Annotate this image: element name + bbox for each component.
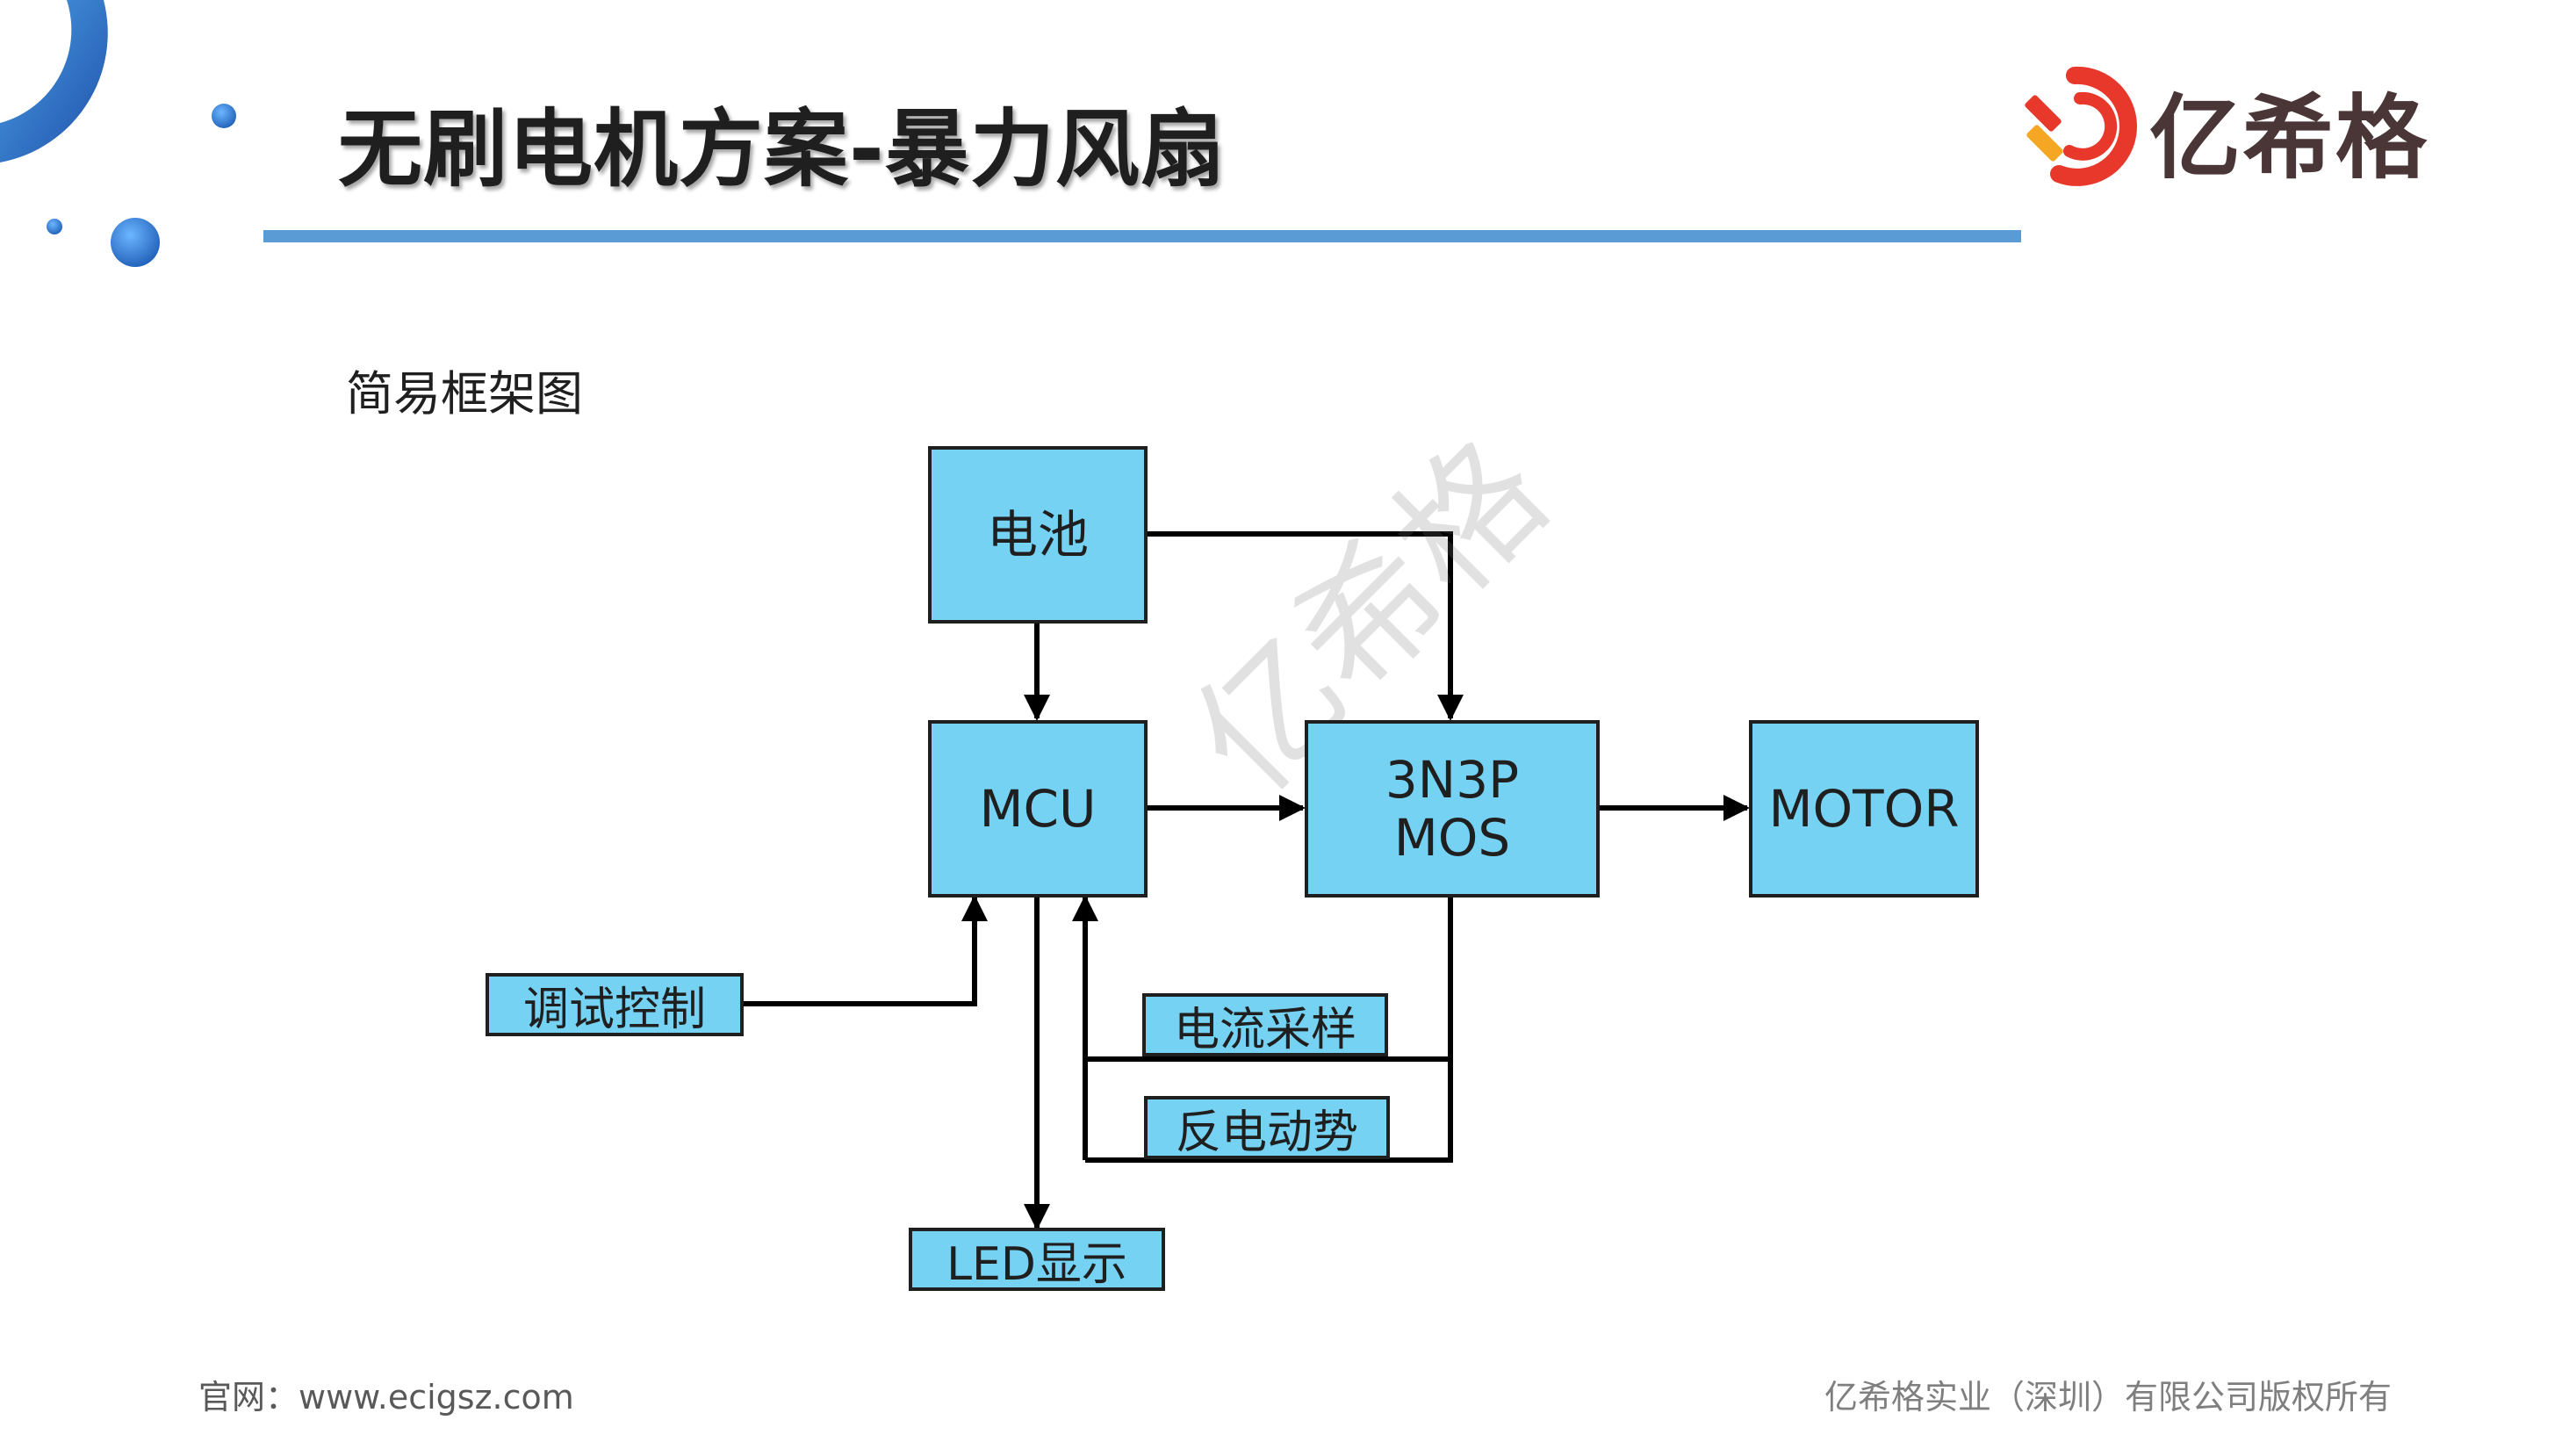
node-debug-control: 调试控制 (486, 973, 744, 1036)
diagram-subtitle: 简易框架图 (346, 366, 583, 422)
node-current-sampling: 电流采样 (1142, 993, 1388, 1056)
node-motor-label: MOTOR (1768, 779, 1960, 839)
node-mcu-label: MCU (979, 779, 1097, 839)
node-current-sampling-label: 电流采样 (1173, 1003, 1356, 1056)
footer-copyright: 亿希格实业（深圳）有限公司版权所有 (1824, 1378, 2392, 1417)
brand-logo-text: 亿希格 (2149, 84, 2429, 191)
node-battery-label: 电池 (986, 505, 1089, 565)
edge-battery-to-mos (1146, 531, 1464, 721)
node-led-display: LED显示 (909, 1228, 1165, 1291)
node-mos-label-line2: MOS (1393, 808, 1511, 868)
decorative-dot-small-1 (212, 104, 236, 128)
brand-logo-icon (2025, 66, 2137, 186)
node-battery: 电池 (928, 446, 1148, 624)
node-back-emf-label: 反电动势 (1175, 1106, 1358, 1159)
decorative-dot-small-2 (47, 219, 62, 234)
decorative-dot-large (111, 218, 160, 267)
node-mos: 3N3P MOS (1305, 720, 1600, 898)
edge-debug-to-mcu (742, 895, 988, 1006)
slide-title: 无刷电机方案-暴力风扇 (338, 100, 1226, 198)
edge-mos-feedback-down (1085, 898, 1453, 1163)
node-led-display-label: LED显示 (946, 1237, 1127, 1291)
node-motor: MOTOR (1749, 720, 1979, 898)
node-mcu: MCU (928, 720, 1148, 898)
node-back-emf: 反电动势 (1144, 1096, 1390, 1159)
footer-website: 官网：www.ecigsz.com (198, 1378, 574, 1417)
title-divider (263, 230, 2021, 242)
decorative-circles (0, 0, 236, 267)
node-mos-label-line1: 3N3P (1385, 750, 1520, 810)
decorative-arc (0, 0, 108, 162)
node-debug-control-label: 调试控制 (522, 983, 706, 1036)
